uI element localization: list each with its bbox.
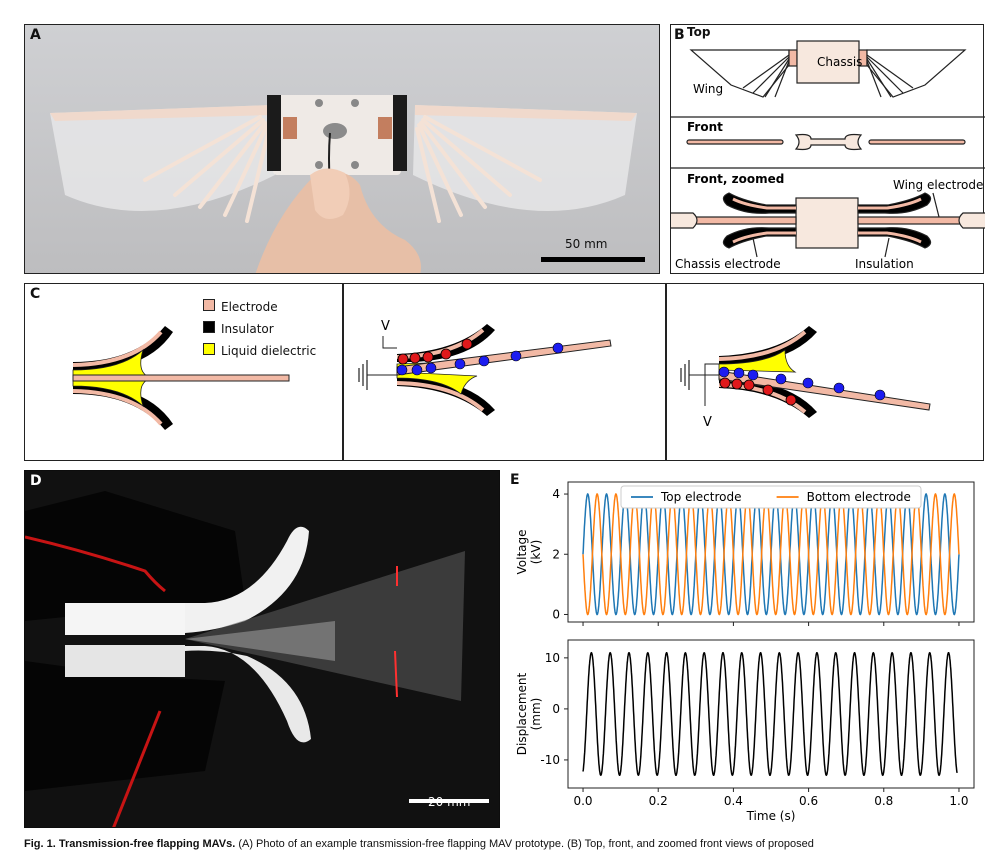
state-down: V bbox=[680, 326, 931, 430]
x-tick-label: 0.6 bbox=[799, 794, 818, 808]
series-line-displacement bbox=[582, 651, 958, 777]
zoom-view-title: Front, zoomed bbox=[687, 172, 784, 186]
legend-item: Insulator bbox=[203, 318, 316, 340]
legend-label: Bottom electrode bbox=[807, 490, 911, 504]
chart-2: -10 0 10 0.0 0.2 0.4 0.6 0.8 1.0 Displacement(mm)… bbox=[515, 639, 975, 823]
wing-label: Wing bbox=[693, 82, 723, 96]
caption-title: Fig. 1. Transmission-free flapping MAVs. bbox=[24, 838, 236, 850]
dielectric-swatch bbox=[203, 343, 215, 355]
panel-d: D 20 mm bbox=[24, 470, 500, 828]
front-view bbox=[686, 133, 966, 151]
panel-a: A 50 mm bbox=[24, 24, 660, 274]
legend-item: Liquid dielectric bbox=[203, 340, 316, 362]
panel-a-scale-label: 50 mm bbox=[565, 237, 608, 251]
legend-item: Electrode bbox=[203, 296, 316, 318]
legend-label: Top electrode bbox=[660, 490, 741, 504]
top-view bbox=[689, 40, 967, 98]
insulator-swatch bbox=[203, 321, 215, 333]
divider bbox=[342, 284, 344, 460]
panel-d-label: D bbox=[30, 473, 42, 489]
x-tick-label: 0.0 bbox=[573, 794, 592, 808]
chassis-electrode-label: Chassis electrode bbox=[675, 257, 781, 271]
panel-b-label: B bbox=[674, 27, 685, 43]
chart-legend bbox=[620, 485, 922, 509]
panel-b: B Top Chassis Wing Front Front, zoomed bbox=[670, 24, 985, 274]
y-axis-label: Voltage(kV) bbox=[515, 529, 543, 574]
chassis-label: Chassis bbox=[817, 55, 862, 69]
electrode-swatch bbox=[203, 299, 215, 311]
schematic-views: Chassis Wing Front Front, zoomed bbox=[671, 40, 985, 271]
legend: Electrode Insulator Liquid dielectric bbox=[203, 296, 316, 362]
divider bbox=[665, 284, 667, 460]
y-tick-label: 10 bbox=[545, 651, 560, 665]
figure-caption: Fig. 1. Transmission-free flapping MAVs.… bbox=[24, 838, 984, 850]
actuation-diagram: V bbox=[72, 319, 931, 430]
state-up: V bbox=[358, 319, 612, 416]
panel-c: C Electrode Insulator Liquid dielectric … bbox=[24, 283, 984, 461]
y-tick-label: 2 bbox=[552, 547, 560, 561]
panel-e-label: E bbox=[510, 472, 520, 488]
insulation-label: Insulation bbox=[855, 257, 914, 271]
y-tick-label: -10 bbox=[540, 753, 560, 767]
state-rest bbox=[72, 326, 290, 430]
panel-c-label: C bbox=[30, 286, 41, 302]
x-axis-label: Time (s) bbox=[746, 809, 796, 823]
v-label: V bbox=[703, 415, 712, 430]
x-tick-label: 0.4 bbox=[724, 794, 743, 808]
photo-wing-prototype bbox=[25, 25, 659, 273]
y-tick-label: 0 bbox=[552, 702, 560, 716]
panel-a-label: A bbox=[30, 27, 41, 43]
zoomed-view bbox=[671, 192, 985, 258]
caption-text: (A) Photo of an example transmission-fre… bbox=[235, 838, 814, 850]
photo-actuator bbox=[25, 471, 499, 827]
x-tick-label: 0.8 bbox=[874, 794, 893, 808]
v-label: V bbox=[381, 319, 390, 334]
panel-d-scale-label: 20 mm bbox=[428, 795, 471, 809]
y-axis-label: Displacement(mm) bbox=[515, 672, 543, 755]
top-view-title: Top bbox=[687, 25, 711, 39]
x-tick-label: 0.2 bbox=[649, 794, 668, 808]
y-tick-label: 0 bbox=[552, 607, 560, 621]
wing-electrode-label: Wing electrode bbox=[893, 178, 983, 192]
y-tick-label: 4 bbox=[552, 487, 560, 501]
x-tick-label: 1.0 bbox=[949, 794, 968, 808]
front-view-title: Front bbox=[687, 120, 723, 134]
